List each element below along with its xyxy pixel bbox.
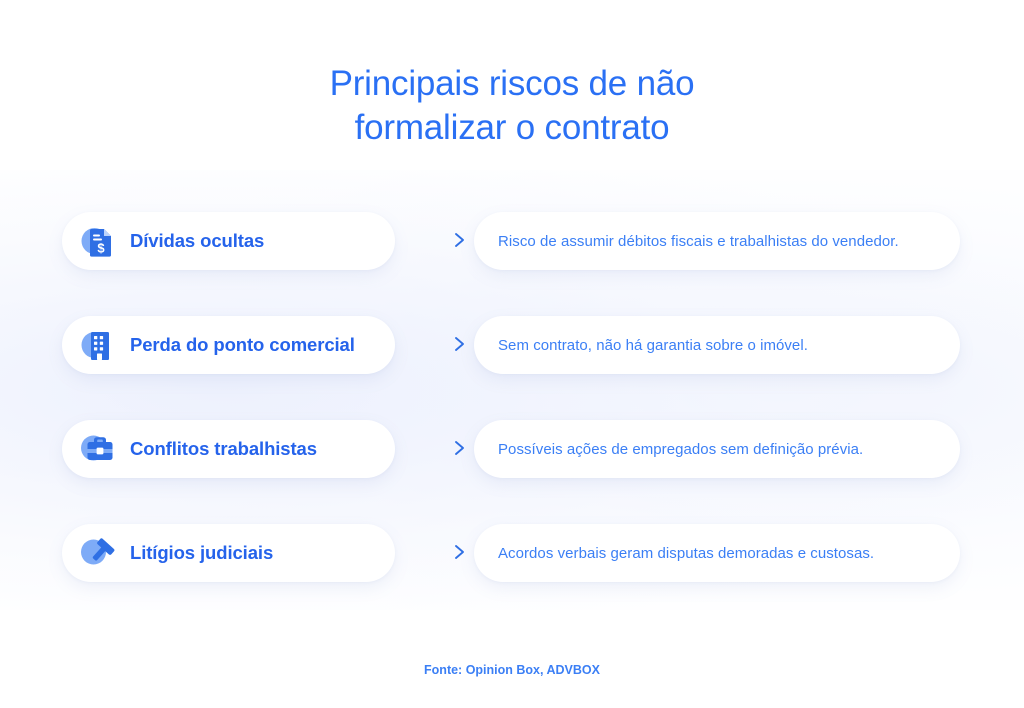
risk-description-card-2: Sem contrato, não há garantia sobre o im… <box>474 316 960 374</box>
arrow-right-icon <box>405 232 471 248</box>
risk-description-card-1: Risco de assumir débitos fiscais e traba… <box>474 212 960 270</box>
gavel-icon <box>78 532 120 574</box>
arrow-right-icon <box>405 440 471 456</box>
svg-text:$: $ <box>97 241 105 256</box>
risk-label: Conflitos trabalhistas <box>130 438 317 459</box>
risk-label-card-3: Conflitos trabalhistas <box>62 420 395 478</box>
page-title: Principais riscos de não formalizar o co… <box>0 62 1024 150</box>
risk-label: Litígios judiciais <box>130 542 274 563</box>
risk-row: Litígios judiciais Acordos verbais geram… <box>0 518 1024 622</box>
source-footer: Fonte: Opinion Box, ADVBOX <box>424 663 600 677</box>
risk-description: Possíveis ações de empregados sem defini… <box>498 440 864 458</box>
document-dollar-icon: $ <box>78 220 120 262</box>
briefcase-icon <box>78 428 120 470</box>
arrow-right-icon <box>405 336 471 352</box>
arrow-right-icon <box>405 544 471 560</box>
risk-row: Perda do ponto comercial Sem contrato, n… <box>0 310 1024 414</box>
risk-label-card-2: Perda do ponto comercial <box>62 316 395 374</box>
risk-row: Conflitos trabalhistas Possíveis ações d… <box>0 414 1024 518</box>
building-icon <box>78 324 120 366</box>
risk-label-card-1: $ Dívidas ocultas <box>62 212 395 270</box>
risk-description-card-3: Possíveis ações de empregados sem defini… <box>474 420 960 478</box>
risk-description: Sem contrato, não há garantia sobre o im… <box>498 336 808 354</box>
risk-label-card-4: Litígios judiciais <box>62 524 395 582</box>
risk-rows: $ Dívidas ocultas <box>0 206 1024 622</box>
risk-description-card-4: Acordos verbais geram disputas demoradas… <box>474 524 960 582</box>
risk-label: Perda do ponto comercial <box>130 334 355 355</box>
page-title-line-2: formalizar o contrato <box>354 108 670 147</box>
risk-label: Dívidas ocultas <box>130 230 265 251</box>
risk-row: $ Dívidas ocultas <box>0 206 1024 310</box>
page-title-line-1: Principais riscos de não <box>329 64 695 103</box>
risk-description: Acordos verbais geram disputas demoradas… <box>498 544 875 562</box>
risk-description: Risco de assumir débitos fiscais e traba… <box>498 232 899 250</box>
